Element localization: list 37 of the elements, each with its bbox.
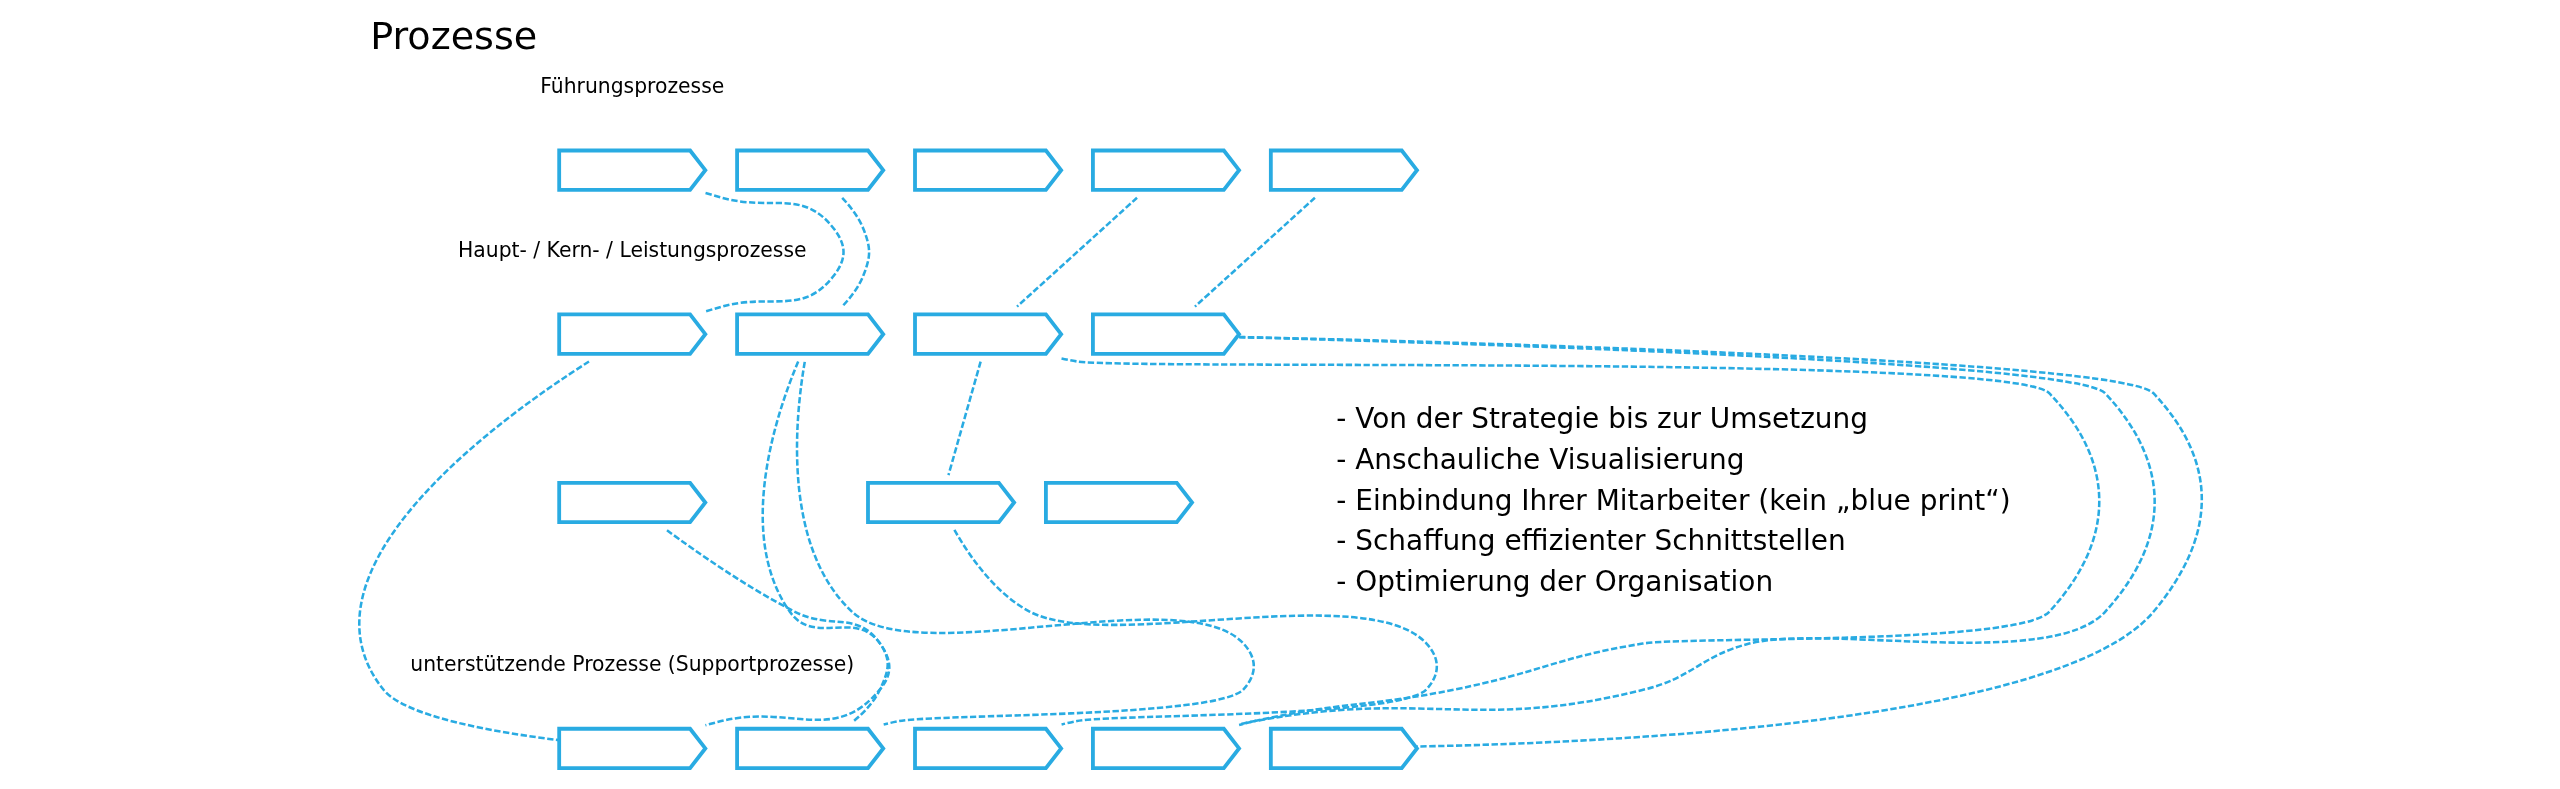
- label: - Einbindung Ihrer Mitarbeiter (kein „blue print“): [1335, 483, 2011, 517]
- connector: [1193, 196, 1316, 308]
- node-chevron: [912, 148, 1064, 192]
- connector: [357, 360, 590, 742]
- node-chevron: [865, 480, 1017, 525]
- label: unterstützende Prozesse (Supportprozesse): [409, 652, 854, 677]
- label: Führungsprozesse: [539, 74, 724, 99]
- connector: [795, 361, 1255, 726]
- node-chevron: [734, 726, 886, 771]
- node-chevron: [734, 148, 886, 192]
- connector: [946, 361, 982, 476]
- node-chevron: [556, 480, 708, 525]
- label: - Optimierung der Organisation: [1335, 564, 1773, 598]
- node-chevron: [1043, 480, 1194, 525]
- diagram-title: Prozesse: [369, 13, 537, 58]
- node-chevron: [912, 312, 1064, 356]
- connector: [840, 196, 870, 308]
- connector: [665, 529, 889, 722]
- label: - Schaffung effizienter Schnittstellen: [1335, 524, 1846, 558]
- node-chevron: [556, 148, 708, 192]
- node-chevron: [734, 312, 886, 356]
- node-chevron: [556, 312, 708, 356]
- node-chevron: [1268, 148, 1419, 192]
- connector: [704, 361, 890, 727]
- node-chevron: [1090, 148, 1241, 192]
- node-chevron: [912, 726, 1064, 771]
- label: - Von der Strategie bis zur Umsetzung: [1335, 402, 1868, 436]
- connector: [704, 191, 845, 313]
- node-chevron: [1090, 726, 1241, 771]
- node-chevron: [556, 726, 708, 771]
- label: - Anschauliche Visualisierung: [1335, 442, 1744, 476]
- node-chevron: [1268, 726, 1419, 771]
- node-chevron: [1090, 312, 1241, 356]
- label: Haupt- / Kern- / Leistungsprozesse: [457, 238, 807, 262]
- connector: [1060, 357, 2100, 727]
- connector: [1015, 196, 1138, 308]
- connector: [952, 529, 1438, 726]
